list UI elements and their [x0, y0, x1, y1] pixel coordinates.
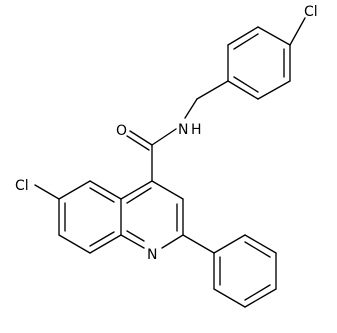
quinoline-pyridine-ring	[120, 180, 184, 249]
bond-c-cl	[34, 184, 60, 200]
bond-c2-phenyl	[182, 234, 215, 254]
double-bond-inner	[244, 241, 271, 258]
bond	[151, 180, 184, 200]
bond	[227, 26, 259, 46]
double-bond-inner	[89, 187, 115, 203]
double-bond-inner	[126, 187, 152, 204]
double-bond-inner	[244, 284, 271, 301]
chlorine-label-left: Cl	[15, 178, 29, 194]
chlorophenyl-ring	[227, 26, 291, 100]
bond	[227, 80, 259, 100]
amide-nitrogen-label: N	[178, 122, 188, 138]
bond	[244, 234, 277, 254]
bond	[257, 26, 291, 46]
bond	[120, 180, 153, 200]
chlorine-label-top: Cl	[304, 4, 318, 20]
bond	[257, 80, 291, 100]
double-bond-inner	[233, 76, 259, 93]
bond	[244, 288, 277, 308]
phenyl-ring	[213, 234, 277, 308]
bond	[161, 234, 184, 249]
bond	[213, 234, 246, 254]
amide-hydrogen-label: H	[191, 122, 202, 138]
bond	[89, 234, 122, 254]
carbonyl-double-bond-inner	[126, 135, 150, 151]
bond	[58, 234, 91, 254]
bond-c-cl	[289, 17, 306, 46]
ring-nitrogen-label: N	[147, 247, 157, 263]
quinoline-benzo-ring	[58, 180, 122, 254]
bond-ring-ch2	[196, 80, 229, 100]
bond-ch2-n	[184, 98, 198, 119]
bond	[89, 180, 122, 200]
carbonyl-double-bond	[129, 130, 153, 146]
bond	[58, 180, 91, 200]
double-bond-inner	[89, 231, 115, 247]
double-bond-inner	[126, 230, 145, 242]
bond	[120, 234, 145, 249]
bond	[213, 288, 246, 308]
double-bond-inner	[233, 33, 259, 50]
oxygen-label: O	[116, 123, 127, 139]
bond-n-carbonyl	[151, 128, 177, 146]
